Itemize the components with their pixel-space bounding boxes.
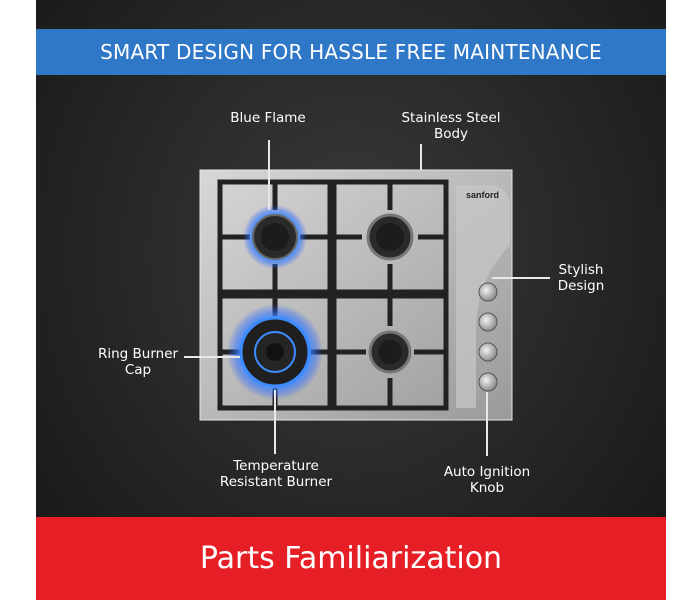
label-temperature-resistant-burner: Temperature Resistant Burner — [219, 458, 333, 490]
header-banner: SMART DESIGN FOR HASSLE FREE MAINTENANCE — [36, 29, 666, 75]
brand-logo: sanford — [466, 190, 499, 200]
label-stainless-steel-body: Stainless Steel Body — [401, 110, 501, 142]
temperature-burner-leader — [274, 390, 276, 454]
header-title: SMART DESIGN FOR HASSLE FREE MAINTENANCE — [100, 40, 602, 64]
label-blue-flame: Blue Flame — [230, 110, 306, 126]
burner-top-right — [366, 213, 414, 261]
ignition-knobs — [478, 282, 498, 392]
ring-burner-leader — [184, 356, 240, 358]
burner-top-left — [243, 205, 307, 269]
gas-hob-illustration: sanford — [199, 169, 513, 421]
footer-banner: Parts Familiarization — [36, 517, 666, 600]
ring-burner-cap — [227, 304, 323, 400]
auto-ignition-leader — [486, 392, 488, 456]
footer-title: Parts Familiarization — [199, 541, 503, 576]
control-panel-curve — [456, 185, 510, 408]
stylish-design-leader — [492, 277, 550, 279]
blue-flame-leader — [268, 140, 270, 210]
burner-bottom-right — [368, 330, 412, 374]
label-ring-burner-cap: Ring Burner Cap — [97, 346, 179, 378]
product-infographic: SMART DESIGN FOR HASSLE FREE MAINTENANCE — [36, 0, 666, 600]
label-stylish-design: Stylish Design — [557, 262, 605, 294]
label-auto-ignition-knob: Auto Ignition Knob — [443, 464, 531, 496]
stainless-body-leader — [420, 144, 422, 170]
